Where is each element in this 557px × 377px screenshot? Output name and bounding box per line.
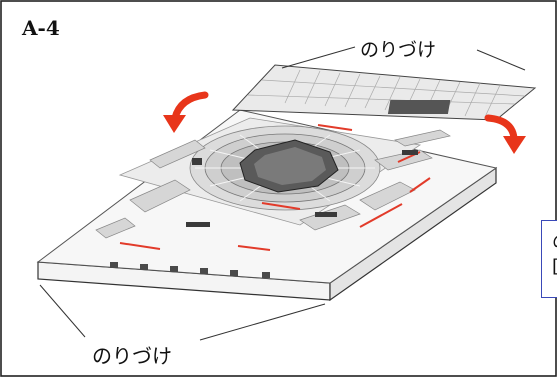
tab-label-block <box>387 100 451 114</box>
curved-arrow-right-icon <box>484 114 526 154</box>
center-octagon-inner <box>254 147 326 185</box>
leader-lines <box>39 46 526 341</box>
leader-bottom-right <box>199 303 326 341</box>
panel-id: A-4 <box>22 16 60 40</box>
map-label-chips <box>186 150 418 227</box>
glue-tab-top <box>231 64 537 121</box>
side-note-text: の [ <box>552 231 557 279</box>
board-model <box>36 64 537 302</box>
red-markings <box>119 124 431 251</box>
glue-label-top: のりづけ <box>360 39 437 61</box>
glue-label-bottom: のりづけ <box>92 344 172 368</box>
leader-top-right <box>476 49 526 71</box>
map-blocks <box>95 129 451 239</box>
side-note-box: の [ <box>541 220 557 298</box>
leader-bottom-left <box>39 284 86 338</box>
front-edge-marks <box>110 262 270 278</box>
leader-top-left <box>281 46 356 69</box>
curved-arrow-left-icon <box>163 91 209 133</box>
